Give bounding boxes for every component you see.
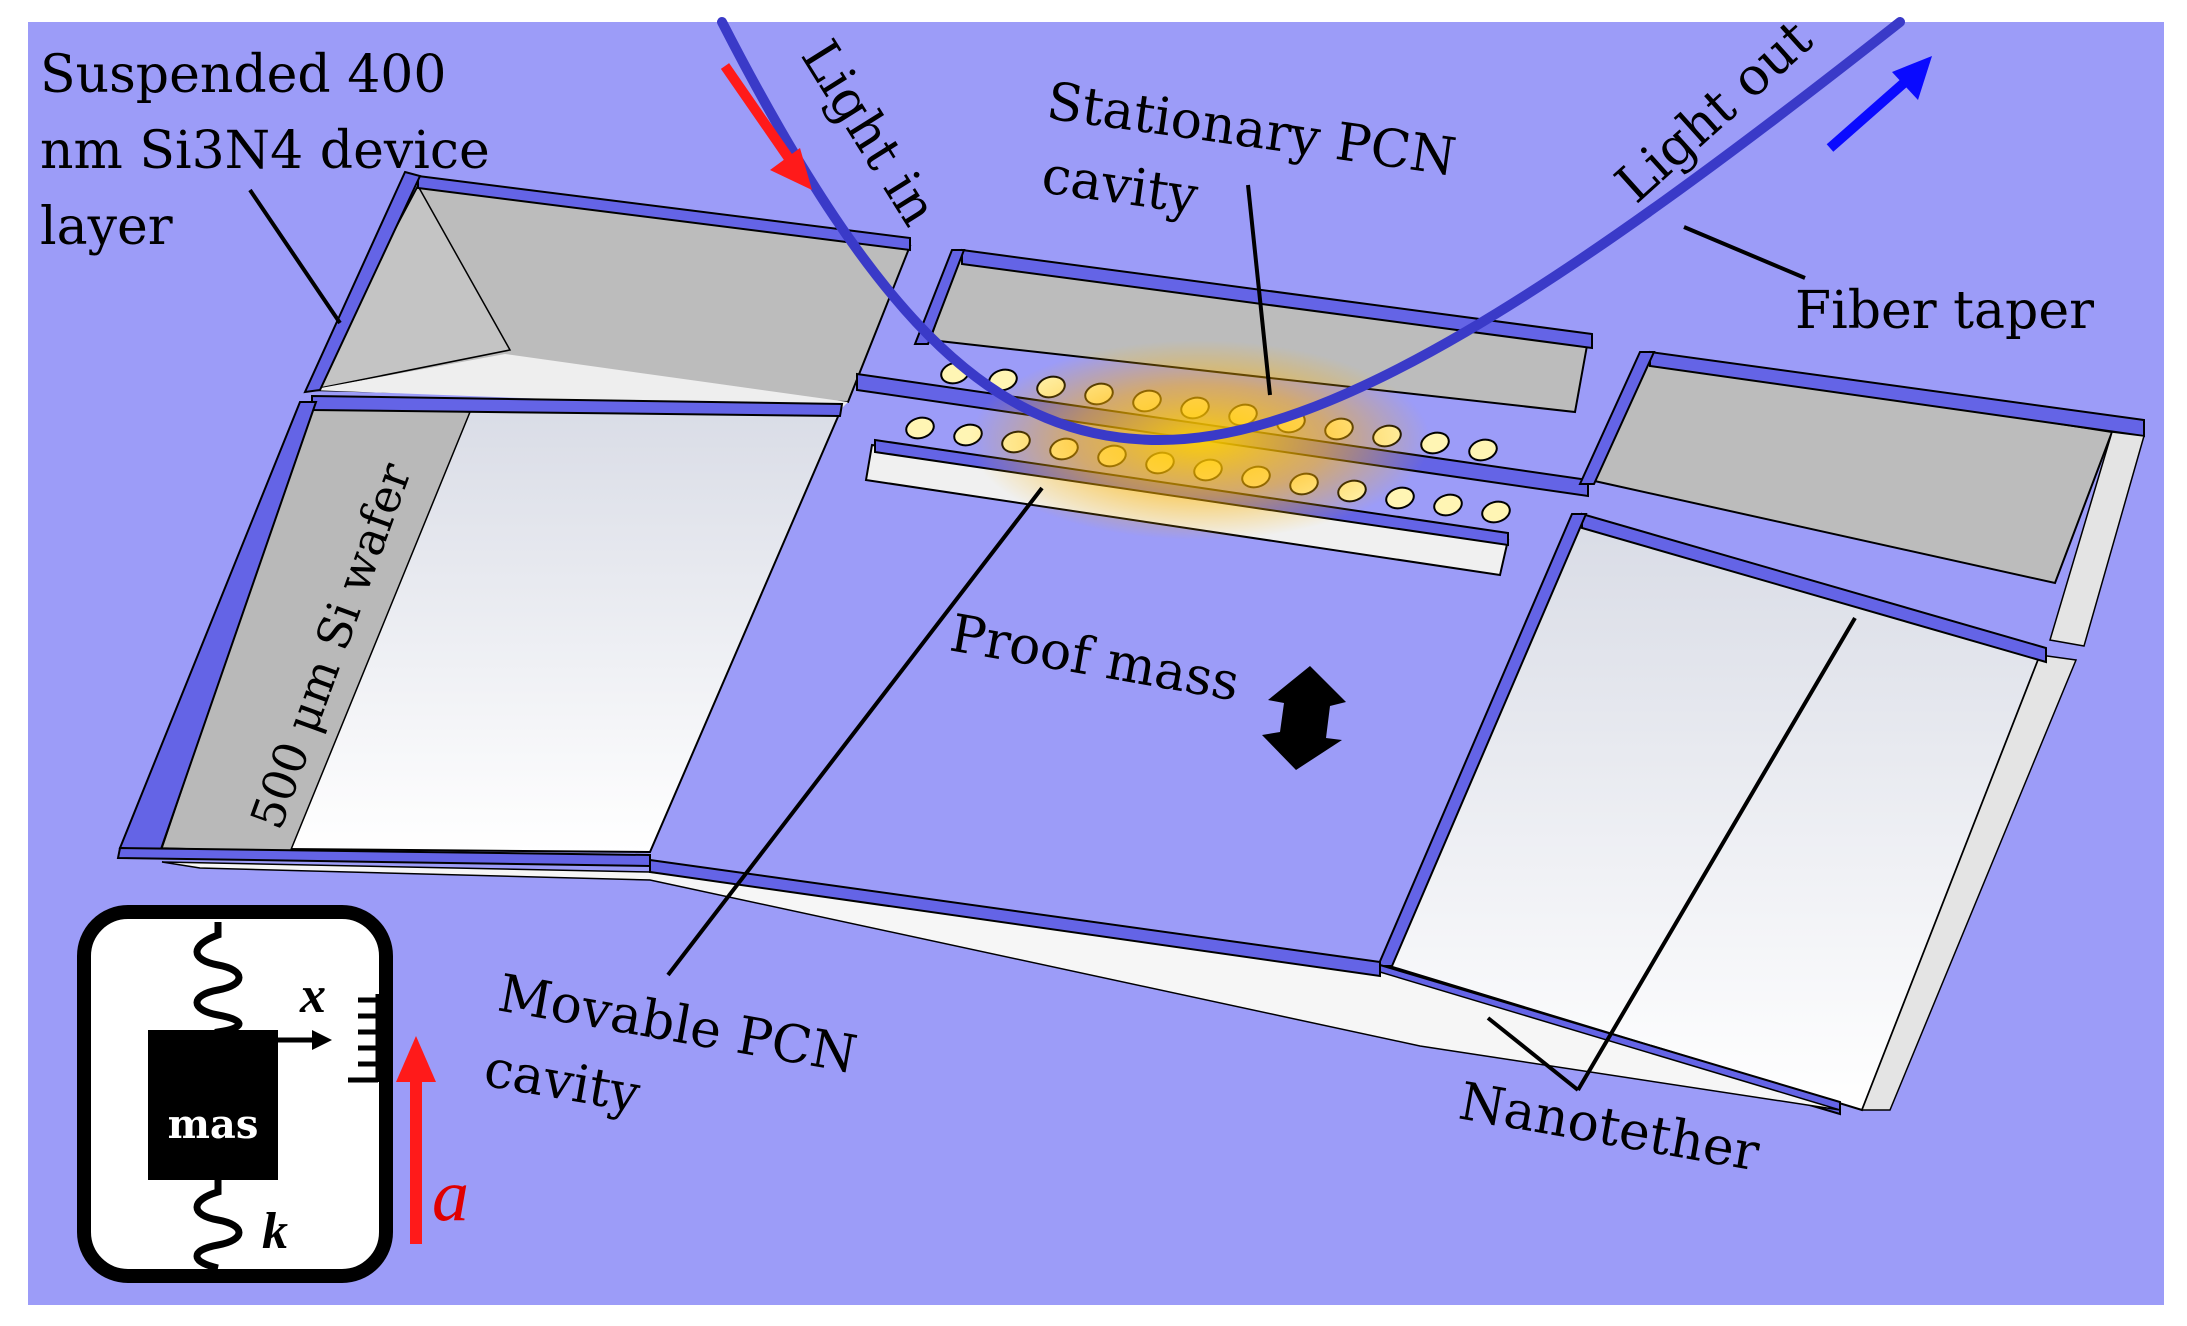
mass-label: mas [168,1101,259,1148]
bottom-edge [649,858,1381,978]
suspended-label-line1: Suspended 400 [40,45,446,105]
right-top-pocket [1578,350,2145,647]
light-out-arrow [1826,56,1932,152]
displacement-scale [348,994,381,1083]
acceleration-arrow [396,1036,436,1244]
x-label: x [299,967,326,1024]
suspended-label-line3: layer [40,197,173,257]
fiber-taper [717,17,1905,446]
mass-spring-inset: mas x k [77,905,393,1283]
light-in-arrow [720,63,812,190]
mass-block [148,1030,278,1180]
k-label: k [262,1203,288,1260]
suspended-label-line2: nm Si3N4 device [40,121,490,181]
top-spring [193,922,243,1040]
motion-double-arrow-icon [1262,666,1346,770]
leader-lines [248,184,1857,1092]
bottom-spring [193,1180,243,1272]
left-wafer-opening [116,394,844,868]
x-pointer-head [312,1030,332,1050]
fiber-taper-label: Fiber taper [1795,281,2094,341]
acceleration-label: a [432,1155,469,1237]
